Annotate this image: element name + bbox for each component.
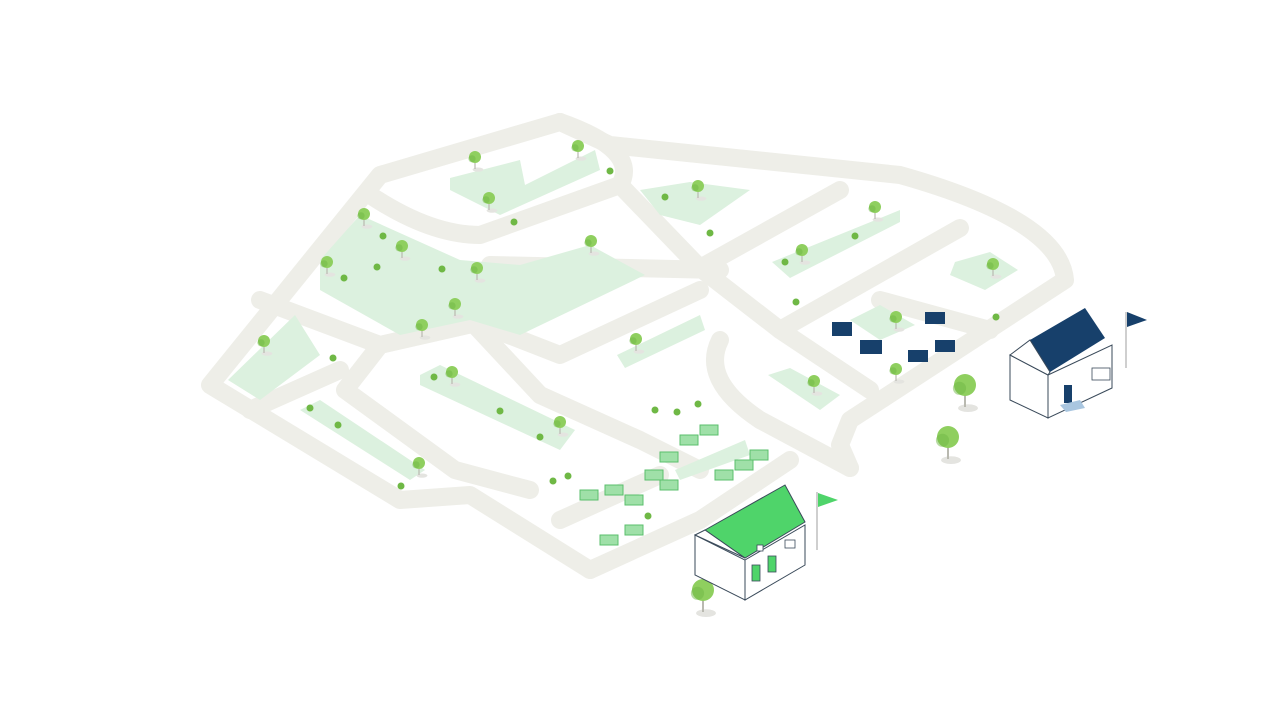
- tree-icon: [606, 167, 614, 175]
- tree-icon: [379, 232, 387, 240]
- tree-icon: [448, 298, 464, 319]
- road: [201, 113, 599, 579]
- flag-icon: [816, 492, 838, 550]
- house-icon: [734, 459, 754, 471]
- house-icon: [659, 451, 679, 463]
- green-lot: [675, 440, 750, 480]
- tree-icon: [651, 406, 659, 414]
- house-icon: [579, 489, 599, 501]
- tree-icon: [795, 244, 811, 265]
- blue-house[interactable]: [1009, 308, 1113, 419]
- road: [551, 113, 1074, 477]
- green-lot: [950, 252, 1018, 290]
- tree-icon: [986, 258, 1002, 279]
- tree-icon: [851, 232, 859, 240]
- tree-icon: [329, 354, 337, 362]
- tree-icon: [257, 335, 273, 356]
- green-lot: [640, 182, 750, 225]
- tree-icon: [571, 140, 587, 161]
- tree-icon: [430, 373, 438, 381]
- green-lot: [300, 400, 425, 480]
- road: [361, 113, 633, 244]
- tree-icon: [510, 218, 518, 226]
- tree-icon: [496, 407, 504, 415]
- house-icon: [624, 524, 644, 536]
- tree-icon: [482, 192, 498, 213]
- tree-icon: [889, 363, 905, 384]
- road: [551, 466, 669, 529]
- road: [461, 281, 709, 364]
- tree-icon: [536, 433, 544, 441]
- house-icon: [604, 484, 624, 496]
- tree-icon: [438, 265, 446, 273]
- tree-icon: [781, 258, 789, 266]
- house-icon: [599, 534, 619, 546]
- tree-icon: [334, 421, 342, 429]
- tree-icon: [584, 235, 600, 256]
- green-house[interactable]: [693, 484, 806, 601]
- tree-icon: [395, 240, 411, 261]
- house-icon: [714, 469, 734, 481]
- green-lot: [228, 315, 320, 400]
- building-plots: [579, 312, 955, 546]
- tree-icon: [306, 404, 314, 412]
- tree-icon: [553, 416, 569, 437]
- tree-icon: [397, 482, 405, 490]
- tree-icon: [373, 263, 381, 271]
- house-icon: [925, 312, 945, 324]
- tree-icon: [549, 477, 557, 485]
- house-icon: [908, 350, 928, 362]
- tree-icon: [340, 274, 348, 282]
- tree-icon: [935, 426, 961, 464]
- flag-icon: [1125, 312, 1147, 368]
- road: [771, 321, 879, 399]
- house-icon: [644, 469, 664, 481]
- tree-icon: [412, 457, 428, 478]
- house-icon: [860, 340, 882, 354]
- tree-icon: [691, 180, 707, 201]
- house-icon: [699, 424, 719, 436]
- house-icon: [749, 449, 769, 461]
- tree-icon: [629, 333, 645, 354]
- tree-icon: [807, 375, 823, 396]
- green-lot: [420, 365, 575, 450]
- house-icon: [679, 434, 699, 446]
- tree-icon: [445, 366, 461, 387]
- house-icon: [832, 322, 852, 336]
- tree-icon: [694, 400, 702, 408]
- tree-icon: [470, 262, 486, 283]
- green-lot: [768, 368, 840, 410]
- tree-icon: [564, 472, 572, 480]
- house-icon: [935, 340, 955, 352]
- tree-icon: [468, 151, 484, 172]
- tree-icon: [889, 311, 905, 332]
- house-icon: [624, 494, 644, 506]
- tree-icon: [690, 579, 716, 617]
- tree-icon: [992, 313, 1000, 321]
- tree-icon: [661, 193, 669, 201]
- house-icon: [659, 479, 679, 491]
- tree-icon: [673, 408, 681, 416]
- road: [706, 331, 859, 477]
- green-lot: [617, 315, 705, 368]
- tree-icon: [952, 374, 978, 412]
- road: [336, 336, 539, 499]
- road: [581, 451, 799, 579]
- tree-icon: [706, 229, 714, 237]
- tree-icon: [644, 512, 652, 520]
- tree-icon: [320, 256, 336, 277]
- tree-icon: [868, 201, 884, 222]
- tree-icon: [357, 208, 373, 229]
- road: [241, 361, 349, 419]
- tree-icon: [792, 298, 800, 306]
- trees: [257, 140, 1002, 617]
- tree-icon: [415, 319, 431, 340]
